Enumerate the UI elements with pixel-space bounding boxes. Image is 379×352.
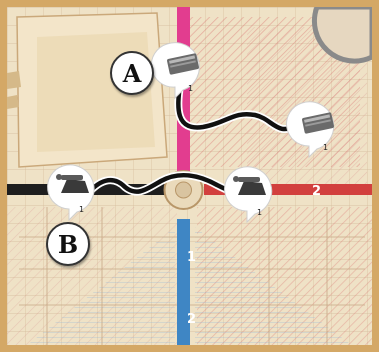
red-track-number: 2: [312, 184, 322, 199]
blue-track-number-1: 1: [187, 250, 197, 265]
token-b-end-number: 1: [257, 208, 263, 217]
token-a-start-number: 1: [188, 84, 194, 93]
board-art: [7, 7, 372, 345]
token-b-start-number: 1: [79, 205, 85, 214]
newspaper-token-icon[interactable]: [286, 101, 335, 159]
label-a: A: [110, 51, 154, 95]
newspaper-token-icon[interactable]: [150, 42, 200, 100]
typewriter-token-icon[interactable]: [224, 166, 273, 224]
red-track: [204, 184, 372, 195]
label-b: B: [46, 222, 90, 266]
blue-track: [177, 219, 190, 345]
blue-track-number-2: 2: [187, 312, 197, 327]
typewriter-token-icon[interactable]: [47, 164, 95, 222]
token-a-end-number: 1: [323, 143, 329, 152]
